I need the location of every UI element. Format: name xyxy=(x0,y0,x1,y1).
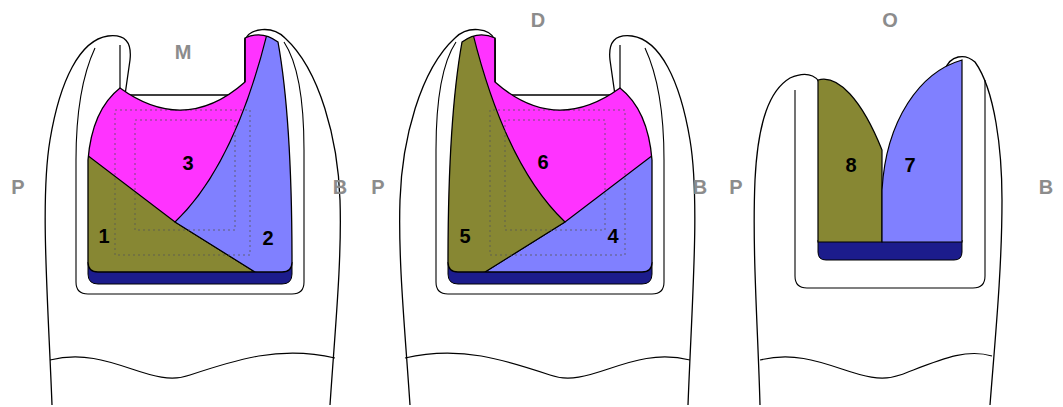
callout-number: 6 xyxy=(537,152,548,172)
callout-number: 5 xyxy=(459,226,470,246)
callout-number: 1 xyxy=(98,226,109,246)
callout-number: 8 xyxy=(845,155,856,175)
callout-number: 7 xyxy=(904,155,915,175)
tooth-occlusal-view xyxy=(754,57,1002,405)
callout-number: 4 xyxy=(607,226,618,246)
surface-label: M xyxy=(175,42,192,62)
surface-label: P xyxy=(729,177,742,197)
tooth-distal-view xyxy=(400,25,695,405)
callout-number: 3 xyxy=(182,153,193,173)
callout-number: 2 xyxy=(262,228,273,248)
surface-label: O xyxy=(882,10,898,30)
surface-label: B xyxy=(333,177,347,197)
tooth-mesial-view xyxy=(45,25,340,405)
surface-label: D xyxy=(531,10,545,30)
surface-label: B xyxy=(1039,177,1053,197)
surface-label: P xyxy=(371,177,384,197)
surface-label: B xyxy=(693,177,707,197)
surface-label: P xyxy=(11,177,24,197)
